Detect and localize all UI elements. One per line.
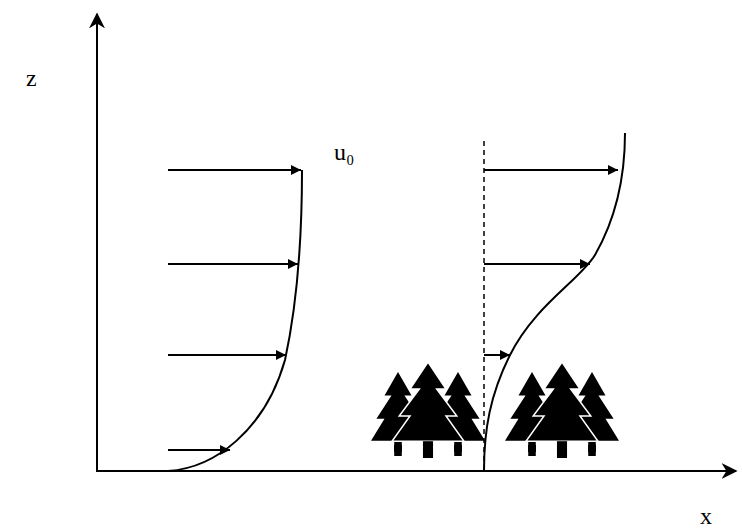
velocity-curve (484, 133, 625, 471)
velocity-curve (168, 170, 302, 471)
tree-trunk (528, 441, 536, 456)
axis-label: z (26, 66, 37, 90)
pine-tree (392, 362, 464, 441)
tree-trunk (528, 445, 536, 452)
velocity-arrow (484, 263, 590, 265)
tree-trunk (588, 445, 596, 452)
velocity-arrow (168, 263, 298, 265)
tree-group (505, 362, 619, 458)
x-axis (96, 470, 736, 472)
tree-trunk (454, 445, 462, 452)
forest-profile (484, 133, 625, 471)
velocity-arrow (168, 169, 301, 171)
tree-trunk (423, 441, 433, 458)
tree-trunk (394, 441, 402, 456)
forest (371, 362, 619, 458)
open-field-profile (168, 170, 302, 471)
tree-trunk (394, 445, 402, 452)
velocity-arrow (168, 449, 230, 451)
tree-trunk (557, 441, 567, 458)
axis-label: x (700, 504, 712, 528)
velocity-arrow (168, 354, 286, 356)
tree-trunk (588, 441, 596, 456)
tree-group (371, 362, 485, 458)
velocity-arrow (484, 169, 618, 171)
tree-trunk (454, 441, 462, 456)
pine-tree (526, 362, 598, 441)
axes (96, 14, 736, 471)
velocity-label: u₀ (334, 140, 354, 164)
dashed-reference (483, 140, 485, 470)
velocity-arrow (484, 354, 510, 356)
z-axis (96, 14, 98, 471)
